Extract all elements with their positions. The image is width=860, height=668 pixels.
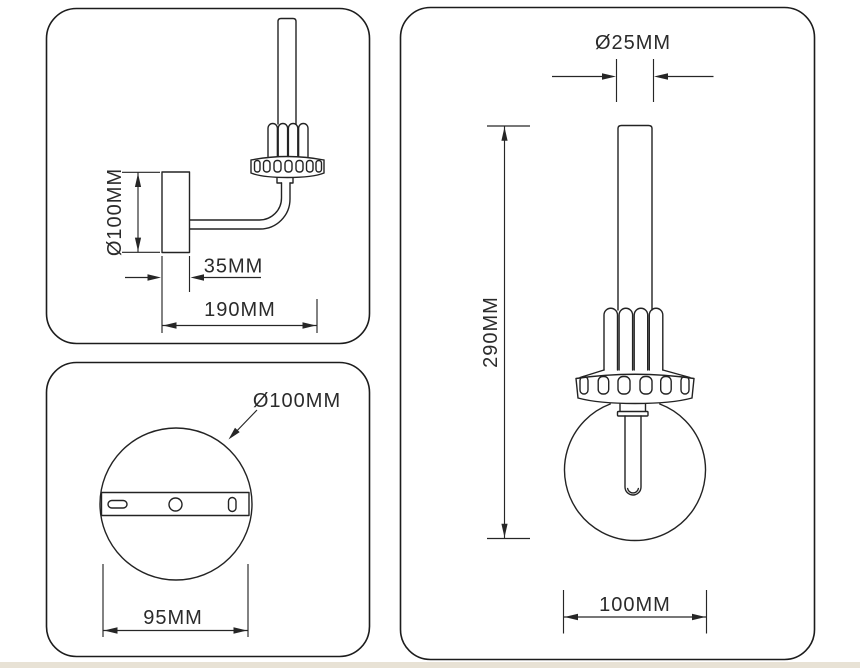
panel-border (45, 361, 371, 658)
fluted-socket-front (603, 307, 664, 371)
dimension-shade-width: 100MM (562, 590, 708, 634)
neck-flange (616, 410, 649, 417)
center-hole (168, 497, 183, 512)
collar-slot (680, 375, 690, 395)
arrowhead-left (564, 613, 578, 621)
arrowhead-left (163, 322, 177, 329)
dimension-plate-depth: 35MM (125, 256, 264, 333)
arrowhead-down (501, 523, 508, 538)
mounting-bracket (100, 491, 250, 517)
extension-lines (161, 256, 191, 333)
arm-inner-line (189, 182, 283, 221)
globe-shade (563, 403, 707, 542)
collar-slot (597, 375, 610, 395)
fluted-socket-side (267, 122, 309, 158)
candle-tube-front (617, 124, 653, 311)
collar-slot (617, 375, 631, 395)
arrowhead-right (302, 322, 316, 329)
dim-label-side-plate-diameter: Ø100MM (104, 168, 126, 256)
collar-slot (315, 159, 323, 173)
collar-side (250, 155, 325, 179)
keyhole-slot-right (227, 496, 237, 513)
dimension-lines (162, 299, 318, 333)
dim-label-back-width: 95MM (143, 607, 203, 629)
side-view-panel: Ø100MM 35MM 190MM (45, 7, 371, 345)
wall-plate-side (161, 171, 191, 254)
collar-slot (262, 159, 271, 173)
keyhole-slot-left (107, 499, 128, 509)
arm-outer-line (189, 182, 291, 230)
panel-border (45, 7, 371, 345)
dim-label-back-diameter: Ø100MM (253, 390, 341, 412)
collar-slots-front (579, 375, 690, 395)
arrowhead-leader (228, 427, 240, 440)
lamp-stem (624, 415, 642, 496)
collar-slot (295, 159, 304, 173)
collar-slot (253, 159, 261, 173)
panel-border (399, 6, 816, 661)
collar-slots-side (253, 159, 323, 173)
neck-front (619, 403, 647, 413)
arrowhead-left (654, 73, 668, 80)
dimension-lines (562, 590, 708, 634)
collar-slot (273, 159, 282, 173)
dimension-lines (122, 171, 160, 253)
arrowhead-down (134, 237, 142, 252)
arrowhead-right (692, 613, 706, 621)
collar-slot (305, 159, 314, 173)
collar-slot (639, 375, 653, 395)
backplate-circle (99, 427, 253, 581)
collar-slot (579, 375, 589, 395)
dim-label-front-width: 100MM (599, 594, 671, 616)
collar-front (575, 369, 695, 405)
dimension-lines (102, 564, 249, 637)
page-bottom-strip (0, 662, 860, 668)
dimension-overall-height: 290MM (480, 125, 530, 540)
callout-backplate-diameter: Ø100MM (228, 390, 341, 440)
dimension-mount-width: 95MM (102, 564, 249, 637)
candle-tube-side (277, 17, 297, 125)
dimension-projection: 190MM (162, 299, 318, 333)
dim-label-side-depth: 35MM (204, 256, 264, 278)
collar-slot (660, 375, 672, 395)
dim-label-front-tube-diameter: Ø25MM (595, 32, 671, 54)
arrowhead-right (147, 274, 161, 281)
dimension-plate-diameter: Ø100MM (104, 168, 160, 256)
arrowhead-right (602, 73, 616, 80)
dimension-tube-diameter: Ø25MM (552, 32, 714, 102)
lamp-stem-tip (626, 487, 640, 494)
dimension-lines (487, 125, 530, 540)
front-view-panel: Ø25MM 290MM (399, 6, 816, 661)
dimension-lines (552, 59, 714, 102)
arrowhead-left (104, 627, 118, 634)
dim-label-front-height: 290MM (480, 296, 502, 368)
collar-slot (284, 159, 293, 173)
arrowhead-right (233, 627, 247, 634)
neck-side (276, 177, 294, 184)
back-view-panel: Ø100MM 95MM (45, 361, 371, 658)
dim-label-side-projection: 190MM (204, 299, 276, 321)
arrowhead-left (190, 274, 204, 281)
arrowhead-up (501, 127, 508, 141)
arrowhead-up (134, 173, 142, 187)
